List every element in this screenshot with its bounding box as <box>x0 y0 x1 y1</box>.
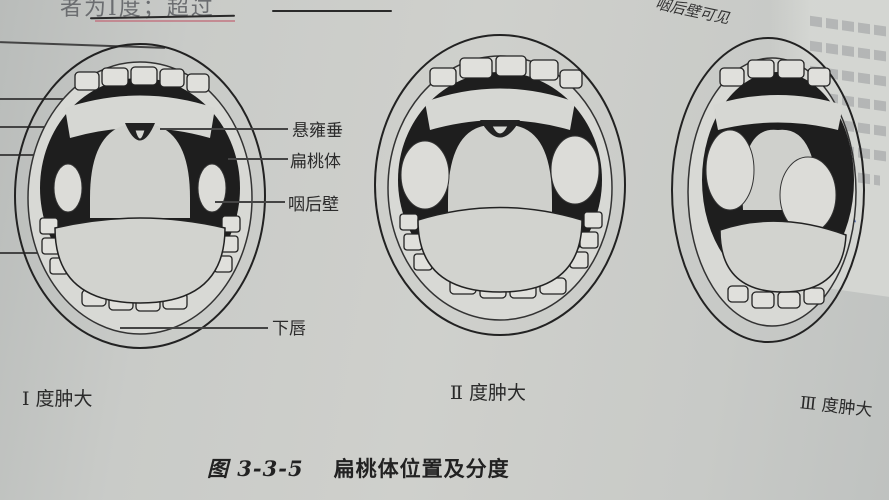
leader-line <box>120 327 268 329</box>
grade-3-mouth-illustration <box>668 30 868 350</box>
pen-underline <box>272 10 392 12</box>
grade-3-label: Ⅲ 度肿大 <box>798 393 874 421</box>
label-posterior-pharyngeal-wall: 咽后壁 <box>288 195 339 215</box>
label-uvula: 悬雍垂 <box>292 121 343 141</box>
grade-2-mouth-illustration <box>370 30 630 340</box>
previous-text-line: 者为Ⅰ度；超过 <box>60 0 215 21</box>
leader-line <box>0 154 60 156</box>
grade-1-mouth-illustration <box>10 38 270 353</box>
figure-caption: 图 3-3-5 扁桃体位置及分度 <box>207 453 510 483</box>
leader-line <box>228 158 288 160</box>
grade-2-label: Ⅱ 度肿大 <box>450 382 526 404</box>
leader-line <box>160 128 288 130</box>
handwritten-note: 咽后壁可见 <box>653 0 731 28</box>
leader-line <box>215 201 285 203</box>
label-tonsil: 扁桃体 <box>290 152 341 172</box>
grade-1-label: Ⅰ 度肿大 <box>22 388 93 410</box>
red-underline <box>95 20 235 22</box>
figure-number: 图 3-3-5 <box>207 456 304 481</box>
figure-title: 扁桃体位置及分度 <box>333 456 510 481</box>
label-lower-lip: 下唇 <box>272 319 306 339</box>
